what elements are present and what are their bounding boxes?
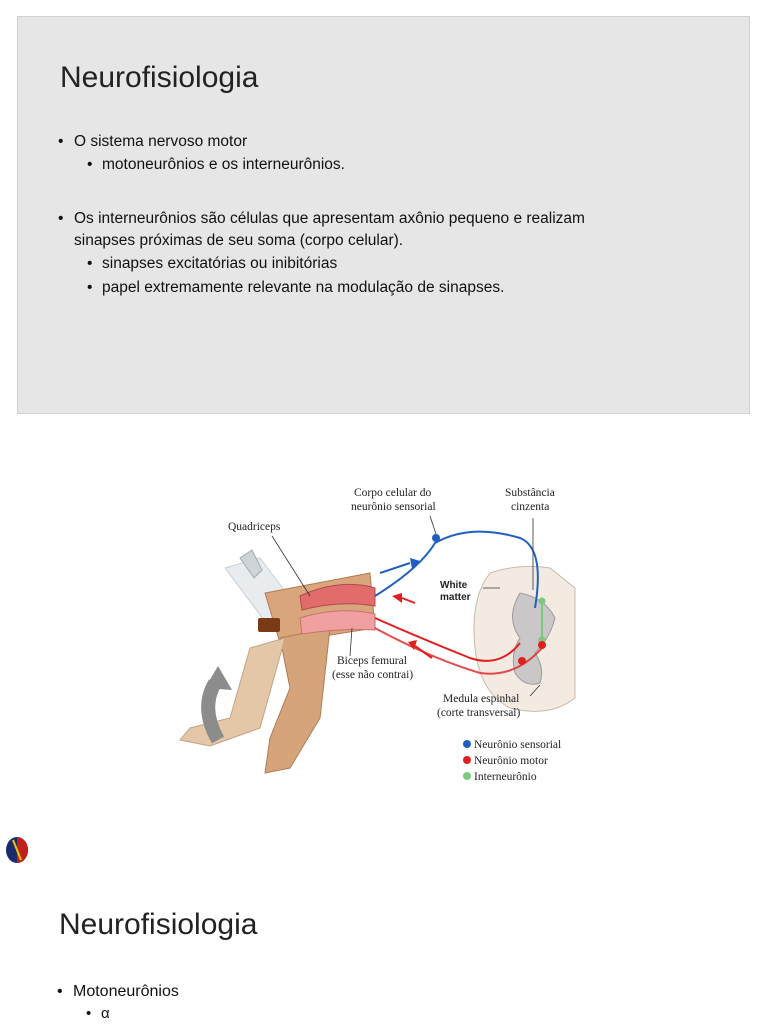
logo-icon bbox=[6, 837, 28, 863]
label-white-matter-2: matter bbox=[440, 592, 471, 603]
legend-label-motor: Neurônio motor bbox=[474, 755, 548, 767]
biceps-muscle bbox=[299, 610, 376, 635]
reflex-arc-illustration: Quadriceps Corpo celular do neurônio sen… bbox=[179, 487, 576, 783]
motion-arrow bbox=[201, 679, 225, 744]
bullet-line: Os interneurônios são células que aprese… bbox=[74, 210, 585, 227]
motor-arrow-bottom-head bbox=[408, 640, 417, 650]
leader-line-quadriceps bbox=[271, 535, 311, 597]
legend-dot-sensory bbox=[463, 740, 471, 748]
leg-back-shape bbox=[179, 637, 286, 747]
interneuron-cell-1 bbox=[538, 597, 546, 605]
label-biceps-2: (esse não contrai) bbox=[332, 669, 413, 681]
foot-shape bbox=[239, 549, 263, 579]
slide-1: Neurofisiologia O sistema nervoso motor … bbox=[17, 16, 750, 414]
hammer-shape bbox=[258, 618, 280, 632]
reflex-arc-figure: Quadriceps Corpo celular do neurônio sen… bbox=[170, 478, 580, 790]
sensory-nerve-path bbox=[374, 530, 539, 609]
legend-dot-motor bbox=[463, 756, 471, 764]
motion-arrow-head bbox=[205, 666, 232, 690]
sensory-cell-body bbox=[432, 534, 440, 542]
label-corpo-celular-1: Corpo celular do bbox=[354, 487, 432, 499]
figure-legend: Neurônio sensorial Neurônio motor Intern… bbox=[463, 739, 561, 783]
sub-bullet-item: papel extremamente relevante na modulaçã… bbox=[58, 276, 728, 300]
bullet-item: Os interneurônios são células que aprese… bbox=[58, 208, 728, 252]
motor-arrow-bottom bbox=[414, 645, 433, 659]
slide-2-title: Neurofisiologia bbox=[59, 908, 258, 941]
logo bbox=[4, 834, 30, 866]
motor-nerve-path bbox=[374, 617, 521, 662]
bullet-list: O sistema nervoso motor motoneurônios e … bbox=[58, 131, 728, 300]
label-medula-2: (corte transversal) bbox=[437, 707, 521, 719]
label-substancia-1: Substância bbox=[505, 487, 555, 499]
sub-bullet-item: motoneurônios e os interneurônios. bbox=[58, 153, 728, 177]
label-quadriceps: Quadriceps bbox=[228, 521, 281, 533]
label-substancia-2: cinzenta bbox=[511, 501, 549, 513]
label-biceps-1: Biceps femural bbox=[337, 655, 407, 667]
sensory-arrow bbox=[379, 562, 411, 574]
leader-line-biceps bbox=[349, 627, 353, 657]
legend-label-sensory: Neurônio sensorial bbox=[474, 739, 561, 751]
label-medula-1: Medula espinhal bbox=[443, 693, 519, 705]
leg-calf-shape bbox=[264, 627, 331, 774]
slide-2-bullet-list: Motoneurônios α bbox=[57, 981, 657, 1025]
slide-title: Neurofisiologia bbox=[60, 61, 259, 94]
motor-arrow-top bbox=[401, 597, 416, 604]
legend-dot-interneuron bbox=[463, 772, 471, 780]
motor-arrow-top-head bbox=[392, 593, 402, 603]
leader-line-medula bbox=[529, 684, 541, 697]
bullet-line: sinapses próximas de seu soma (corpo cel… bbox=[74, 232, 404, 249]
bullet-item: Motoneurônios bbox=[57, 981, 657, 1003]
bullet-item: O sistema nervoso motor bbox=[58, 131, 728, 153]
sub-bullet-item: α bbox=[57, 1003, 657, 1025]
sub-bullet-item: sinapses excitatórias ou inibitórias bbox=[58, 252, 728, 276]
leader-line-corpo bbox=[429, 515, 437, 535]
sensory-arrow-head bbox=[410, 558, 420, 569]
quadriceps-muscle bbox=[299, 583, 376, 611]
motor-cell-1 bbox=[518, 657, 526, 665]
label-white-matter-1: White bbox=[440, 580, 468, 591]
legend-label-interneuron: Interneurônio bbox=[474, 771, 537, 783]
motor-cell-2 bbox=[538, 641, 546, 649]
label-corpo-celular-2: neurônio sensorial bbox=[351, 501, 436, 513]
